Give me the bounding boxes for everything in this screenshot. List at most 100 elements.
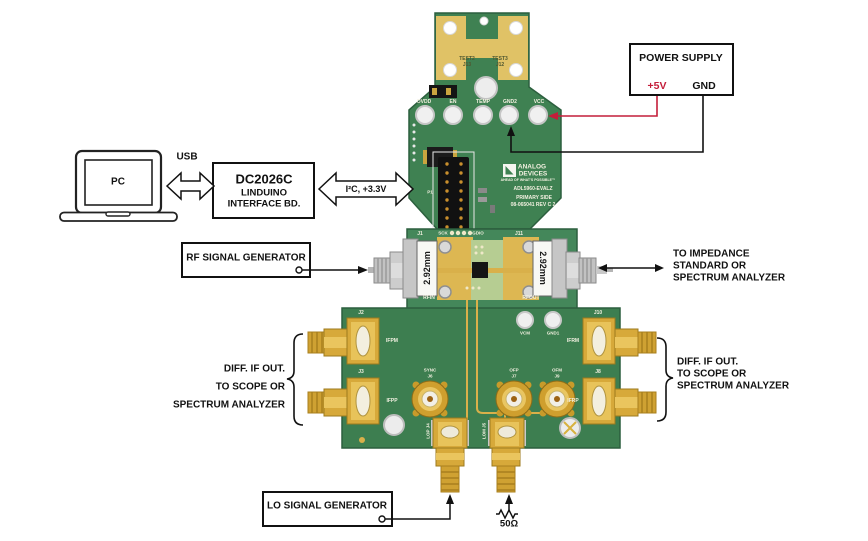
diff-if-right-line3: SPECTRUM ANALYZER: [677, 380, 790, 392]
rfout-connector-label: 2.92mm: [538, 251, 548, 285]
silk-dots: [449, 230, 484, 290]
flange-screws: [438, 240, 536, 299]
silk-sync-ref: J6: [427, 373, 433, 379]
silk-j13: J13: [462, 62, 472, 68]
left-brace: [286, 333, 304, 426]
power-supply-box: [629, 43, 734, 96]
silk-ofm-ref: J9: [554, 373, 560, 379]
silk-p1: P1: [427, 189, 433, 195]
impedance-note-line1: TO IMPEDANCE: [673, 248, 750, 260]
impedance-arrow: [598, 264, 664, 272]
standoff-hole: [383, 414, 405, 436]
interface-board-name: DC2026C: [235, 171, 293, 187]
small-parts: [478, 188, 495, 213]
termination-label: 50Ω: [499, 518, 519, 530]
gnd-wire: [507, 96, 704, 153]
impedance-note-line3: SPECTRUM ANALYZER: [673, 272, 786, 284]
silk-j8: J8: [595, 369, 601, 375]
lo-generator-box: [262, 491, 393, 527]
lo-generator-label: LO SIGNAL GENERATOR: [266, 500, 388, 512]
silk-ifpm: IFPM: [386, 338, 398, 344]
test-point-circles: [415, 105, 548, 125]
vcm-testpoint: [516, 311, 534, 329]
silk-gdio: GDIO: [472, 230, 484, 236]
pcb-top-section: [408, 12, 562, 236]
sma-lop: [431, 417, 469, 493]
silk-lop: LOP J4: [425, 423, 431, 439]
board-side: PRIMARY SIDE: [516, 195, 552, 201]
silk-rfin: RFIN: [423, 295, 435, 301]
right-brace: [656, 337, 674, 422]
silk-gnd1: GND1: [546, 330, 560, 336]
interface-board-box: [212, 162, 315, 219]
pc-label: PC: [111, 176, 125, 188]
diff-if-right-line1: DIFF. IF OUT.: [677, 356, 739, 368]
i2c-label: I²C, +3.3V: [345, 184, 387, 194]
plus5v-wire: [548, 96, 658, 120]
rf-generator-box: [181, 242, 311, 278]
power-supply-gnd: GND: [692, 80, 716, 92]
pcb-bottom-section: [307, 300, 657, 493]
sync-jack: [411, 380, 449, 418]
pcb-mid-section: [368, 228, 613, 311]
ofm-jack: [538, 380, 576, 418]
silk-sync: SYNC: [423, 367, 437, 373]
adi-logo-icon: [503, 164, 516, 177]
sma-j2: [307, 317, 380, 365]
rf-arrow: [295, 266, 368, 274]
adi-logo-line2: DEVICES: [518, 170, 548, 178]
silk-vcc: VCC: [533, 99, 545, 105]
adi-tagline: AHEAD OF WHAT'S POSSIBLE™: [500, 178, 556, 182]
standoff-hole-x: [559, 417, 581, 439]
silk-gnd2: GND2: [503, 99, 517, 105]
silk-temp: TEMP: [476, 99, 490, 105]
silk-ovdd: OVDD: [416, 99, 432, 105]
via-column: [412, 123, 416, 162]
fiducial-dot: [359, 437, 365, 443]
usb-label: USB: [176, 151, 198, 163]
silk-rfout: RFOUT: [522, 295, 540, 301]
silk-j10: J10: [593, 310, 603, 316]
sma-j3: [307, 377, 380, 425]
impedance-note-line2: STANDARD OR: [673, 260, 747, 272]
rfout-connector: [532, 238, 613, 299]
silk-ofm: OFM: [552, 367, 562, 373]
power-supply-title: POWER SUPPLY: [639, 52, 723, 64]
silk-ofp-ref: J7: [511, 373, 517, 379]
sma-lom: [488, 417, 526, 493]
adi-logo-line1: ANALOG: [517, 163, 547, 171]
silk-ifrm: IFRM: [566, 338, 580, 344]
diff-if-left-line1: DIFF. IF OUT.: [223, 363, 285, 375]
silk-j1: J1: [417, 231, 423, 237]
silk-ofp: OFP: [509, 367, 519, 373]
sma-j10: [582, 317, 657, 365]
gnd1-testpoint: [544, 311, 562, 329]
ofp-jack: [495, 380, 533, 418]
interface-board-line2: LINDUINO: [241, 187, 287, 199]
board-part-number: ADL5960-EVALZ: [513, 186, 553, 192]
diff-if-right-line2: TO SCOPE OR: [677, 368, 747, 380]
silk-j2: J2: [358, 310, 364, 316]
laptop-icon: [59, 149, 178, 222]
silk-test2: TEST2: [459, 56, 475, 62]
silk-test3: TEST3: [492, 56, 508, 62]
rf-generator-label: RF SIGNAL GENERATOR: [186, 252, 306, 264]
usb-arrow: [165, 171, 216, 201]
silk-en: EN: [449, 99, 457, 105]
silk-lom: LOM J5: [481, 422, 487, 440]
dut-ic: [472, 262, 488, 278]
silk-sck: SCK: [438, 230, 448, 236]
termination-symbol: [496, 494, 518, 520]
sma-j8: [582, 377, 657, 425]
rfin-connector-label: 2.92mm: [422, 251, 432, 285]
jumper-p4: [429, 85, 457, 98]
silk-j3: J3: [358, 369, 364, 375]
power-supply-5v: +5V: [647, 80, 667, 92]
diff-if-left-line3: SPECTRUM ANALYZER: [172, 399, 285, 411]
board-rev: 08-065041 REV C 2: [510, 202, 556, 208]
silk-j12: J12: [495, 62, 505, 68]
rfin-connector: [368, 238, 438, 299]
